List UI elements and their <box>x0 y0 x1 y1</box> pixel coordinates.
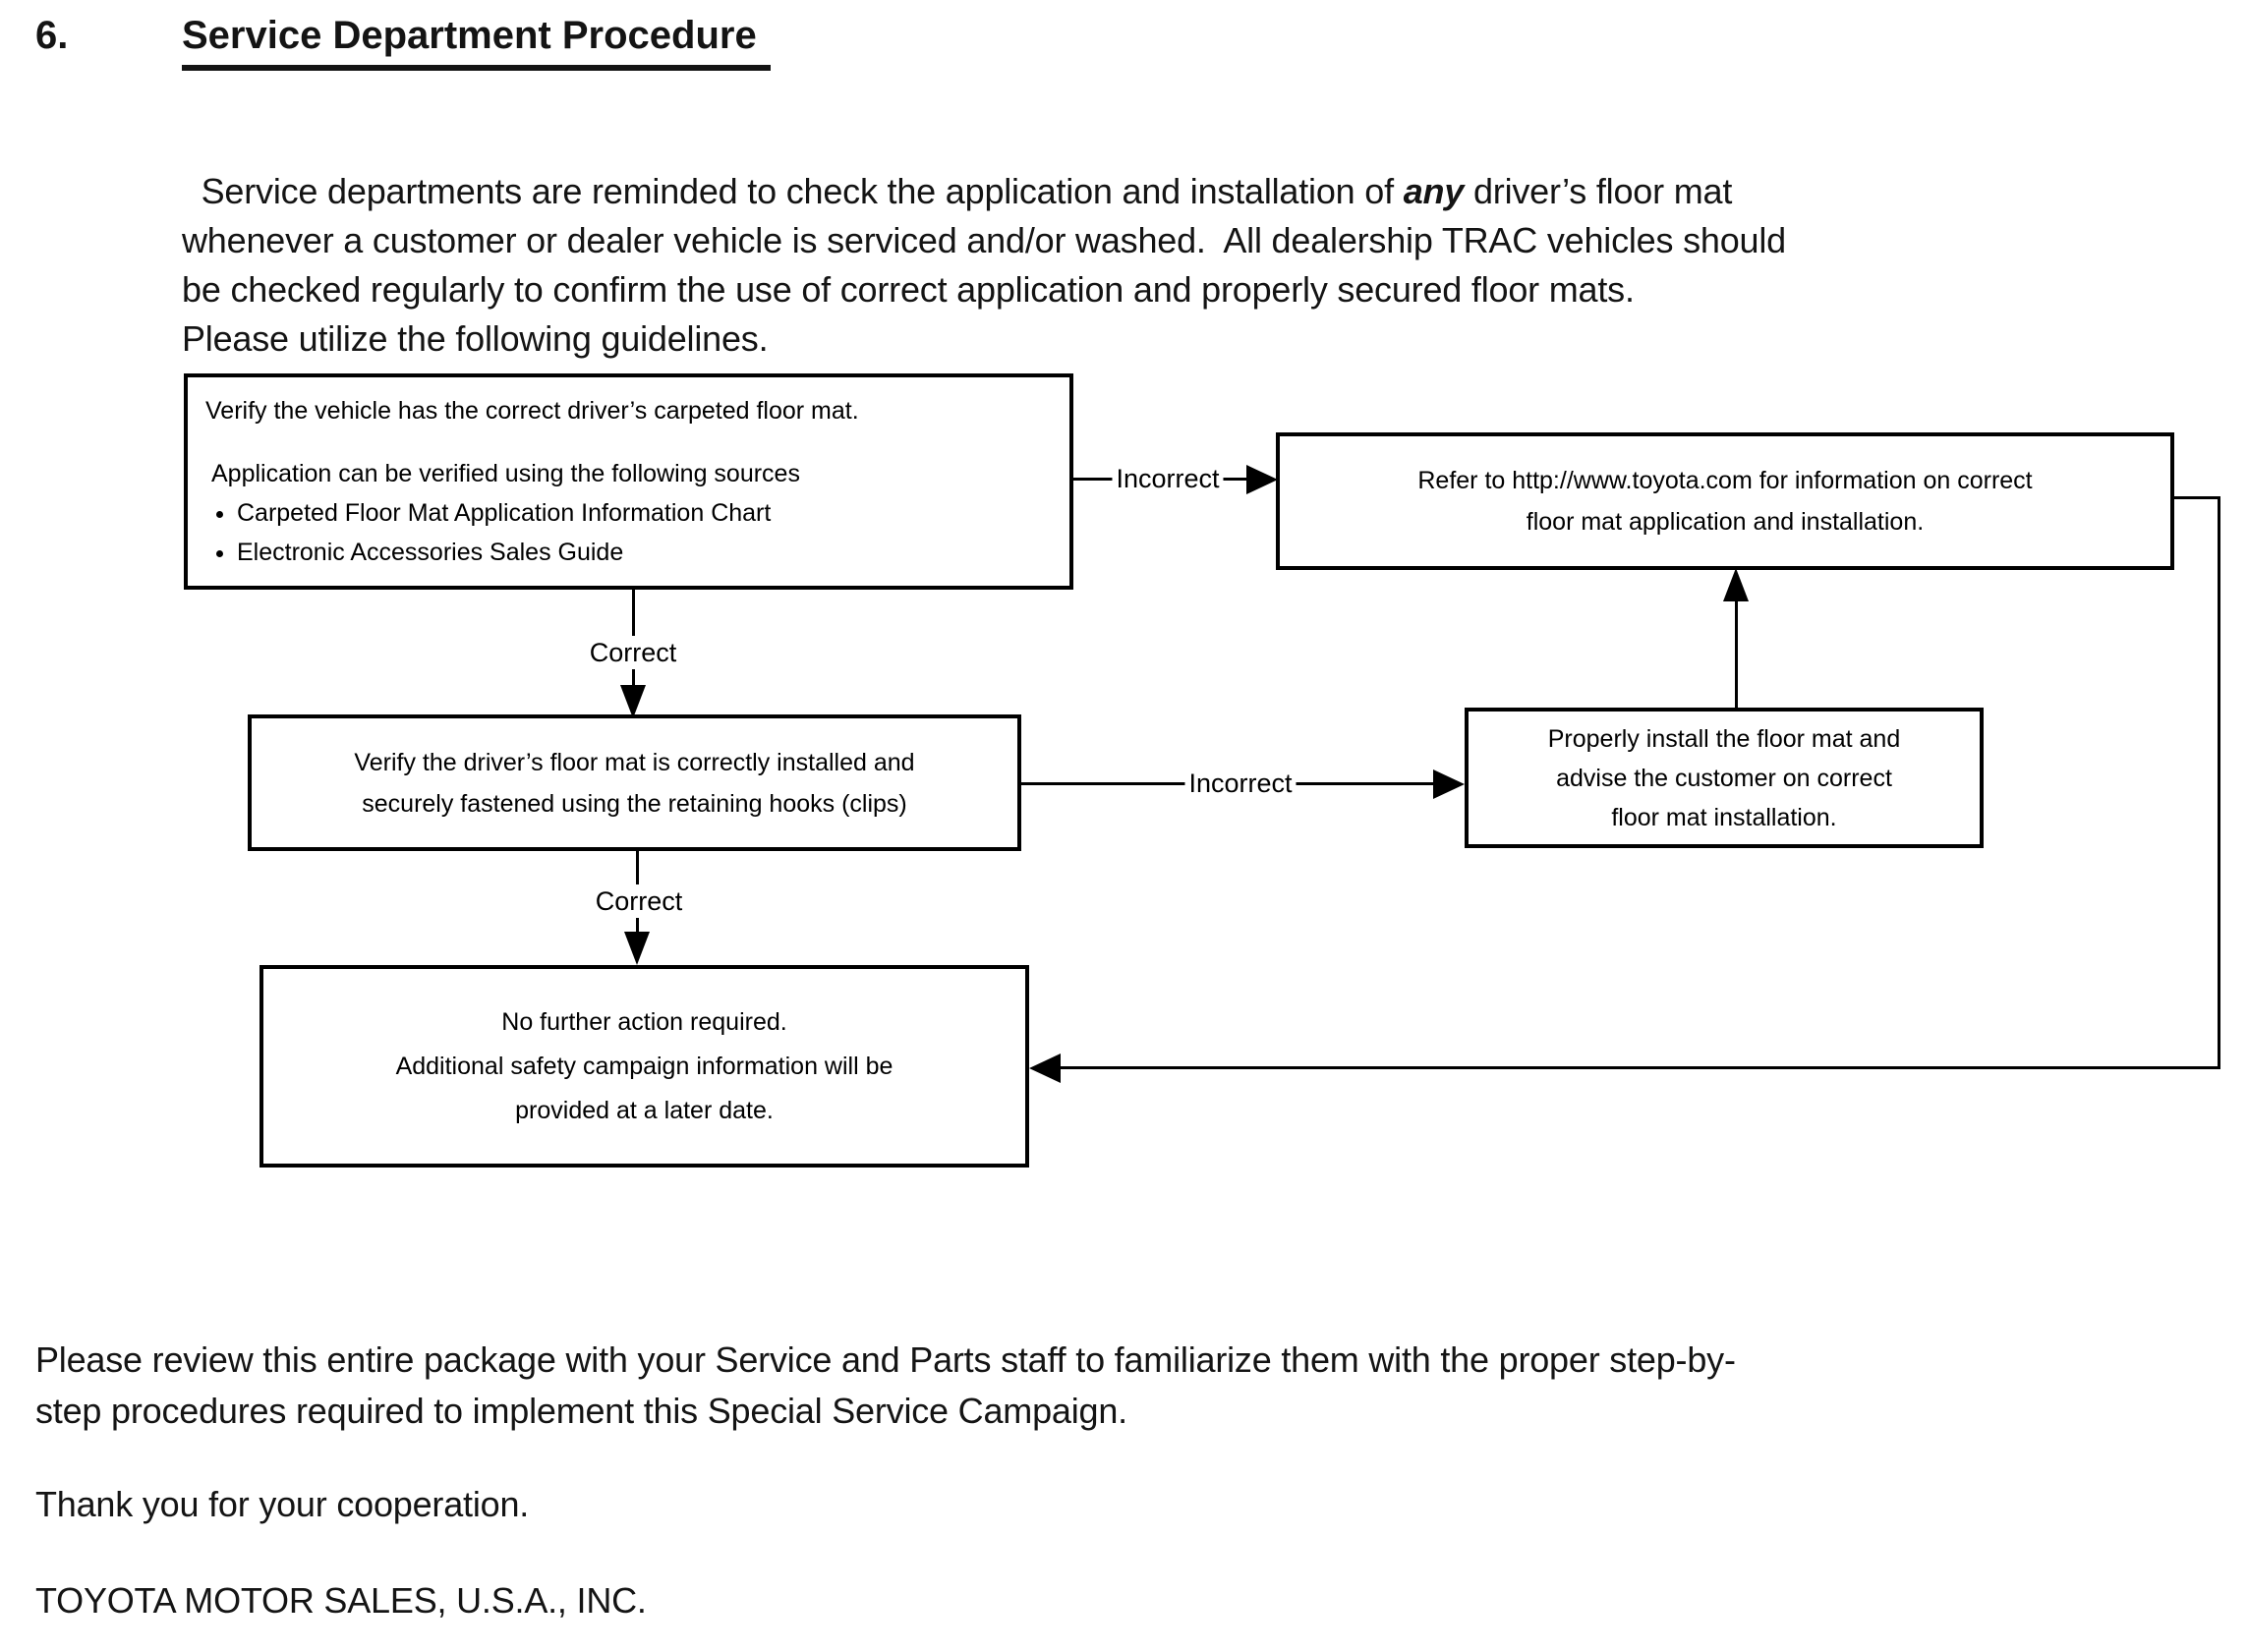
intro-paragraph: Service departments are reminded to chec… <box>182 118 2207 364</box>
arrow-left-icon <box>1029 1054 1061 1083</box>
arrow-up-icon <box>1723 568 1749 601</box>
section-number: 6. <box>35 14 69 57</box>
closing-thanks-line: Thank you for your cooperation. <box>35 1484 530 1524</box>
arrow-right-icon <box>1246 465 1278 494</box>
box-verify-floor-mat-title: Verify the vehicle has the correct drive… <box>205 397 859 425</box>
intro-emphasis-any: any <box>1403 171 1465 211</box>
label-correct-bottom: Correct <box>591 884 687 918</box>
box-refer-website: Refer to http://www.toyota.com for infor… <box>1276 432 2174 570</box>
label-incorrect-top: Incorrect <box>1112 462 1224 495</box>
box-verify-floor-mat: Verify the vehicle has the correct drive… <box>184 373 1073 590</box>
box-no-further-action: No further action required. Additional s… <box>259 965 1029 1168</box>
label-correct-top: Correct <box>585 636 681 669</box>
box-verify-floor-mat-subtitle: Application can be verified using the fo… <box>211 460 800 487</box>
arrow-down-icon <box>620 685 646 718</box>
closing-review-paragraph: Please review this entire package with y… <box>35 1339 1736 1431</box>
connector-refer-right-stub-line <box>2174 496 2220 499</box>
connector-return-to-no-action-line <box>1059 1066 2220 1069</box>
verification-sources-list: Carpeted Floor Mat Application Informati… <box>205 493 1054 572</box>
connector-properly-install-to-refer-line <box>1735 601 1738 708</box>
page-title: Service Department Procedure <box>182 14 771 71</box>
arrow-right-icon <box>1433 769 1465 799</box>
list-item: Electronic Accessories Sales Guide <box>237 533 1054 572</box>
intro-text-before-emphasis: Service departments are reminded to chec… <box>201 171 1404 211</box>
arrow-down-icon <box>624 932 650 965</box>
box-properly-install: Properly install the floor mat and advis… <box>1465 708 1984 848</box>
connector-right-vertical-line <box>2218 496 2220 1069</box>
box-verify-installation: Verify the driver’s floor mat is correct… <box>248 714 1021 851</box>
list-item: Carpeted Floor Mat Application Informati… <box>237 493 1054 533</box>
label-incorrect-middle: Incorrect <box>1184 767 1297 800</box>
intro-text-after-emphasis: driver’s floor mat whenever a customer o… <box>182 171 1786 359</box>
closing-signature-line: TOYOTA MOTOR SALES, U.S.A., INC. <box>35 1580 647 1621</box>
